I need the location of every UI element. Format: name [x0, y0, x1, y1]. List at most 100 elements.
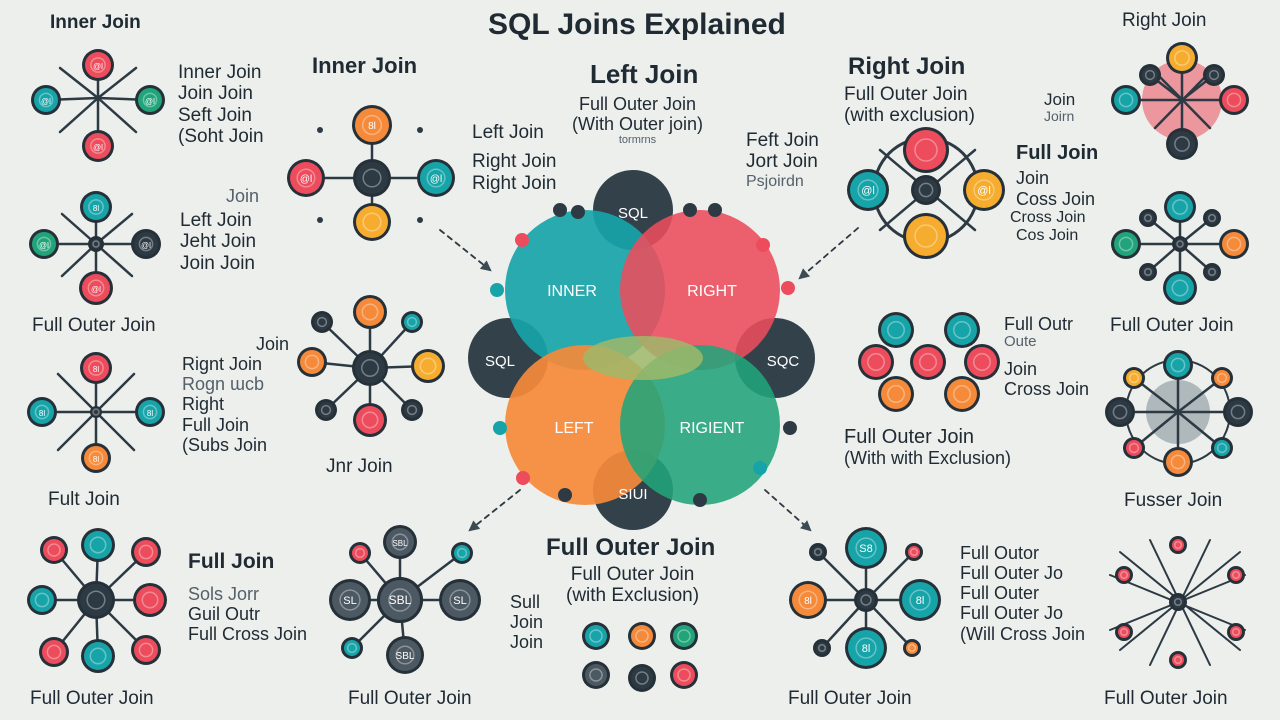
icon-node [670, 622, 698, 650]
dot [693, 493, 707, 507]
label-left-join-sub: Full Outer Join (With Outer join) tormrn… [572, 94, 703, 147]
label-line: Cos Join [1016, 226, 1079, 244]
label-line: Joirn [1044, 108, 1075, 125]
node-fill [404, 402, 420, 418]
label-line: Join [1044, 90, 1076, 109]
node-fill [80, 584, 112, 616]
node-inner-ring [1128, 442, 1140, 454]
node-fill [30, 400, 54, 424]
node-fill [1175, 239, 1185, 249]
icon-node: 8l [789, 581, 827, 619]
icon-node: @l [29, 229, 59, 259]
label-line: Left Join [472, 122, 544, 143]
node-fill [134, 540, 158, 564]
node-inner-ring [887, 385, 905, 403]
icon-node [1227, 623, 1245, 641]
node-inner-ring [388, 588, 412, 612]
node-fill [1118, 569, 1130, 581]
node-fill [1172, 654, 1184, 666]
icon-hub [353, 159, 391, 197]
icon-node: @l [131, 229, 161, 259]
node-inner-ring [1207, 213, 1217, 223]
icon-node [1139, 209, 1157, 227]
node-inner-ring [1207, 267, 1217, 277]
node-inner-ring [406, 404, 418, 416]
node-fill [134, 638, 158, 662]
node-label: SBL [389, 593, 412, 607]
icon-node [858, 344, 894, 380]
icon-node [905, 543, 923, 561]
label-line: Full Outor [960, 543, 1040, 563]
label-line: (with Exclusion) [566, 585, 700, 607]
node-fill [848, 530, 884, 566]
node-inner-ring [1216, 442, 1228, 454]
node-inner-ring [798, 590, 818, 610]
node-label: SL [343, 595, 356, 607]
node-fill [134, 232, 158, 256]
node-fill [914, 178, 938, 202]
icon-node [39, 637, 69, 667]
icon-node: 8l [845, 627, 887, 669]
node-fill [85, 133, 111, 159]
node-fill [1169, 45, 1195, 71]
icon-node [1169, 593, 1187, 611]
node-fill [966, 172, 1002, 208]
node-fill [1114, 88, 1138, 112]
node-fill [908, 546, 920, 558]
icon-node: @l [417, 159, 455, 197]
node-fill [43, 539, 65, 561]
node-fill [454, 545, 470, 561]
icon-hub [90, 406, 102, 418]
dashed-arrow [798, 227, 859, 280]
node-fill [386, 528, 414, 556]
node-inner-ring [1231, 627, 1241, 637]
node-inner-ring [1128, 372, 1140, 384]
icon-node: 8l [80, 352, 112, 384]
node-fill [318, 402, 334, 418]
node-fill [83, 355, 109, 381]
node-inner-ring [1118, 236, 1134, 252]
node-fill [1166, 450, 1190, 474]
node-inner-ring [449, 589, 471, 611]
dot [708, 203, 722, 217]
node-fill [1214, 370, 1230, 386]
icon-node: @l [963, 169, 1005, 211]
label-full-outer-bottom-right-mid: Full Outer Join [788, 688, 912, 709]
node-inner-ring [141, 591, 159, 609]
node-fill [84, 446, 108, 470]
node-inner-ring [1226, 236, 1242, 252]
node-inner-ring [919, 353, 937, 371]
node-fill [1126, 440, 1142, 456]
node-inner-ring [973, 353, 991, 371]
node-fill [850, 172, 886, 208]
icon-node [1211, 367, 1233, 389]
connector-line [94, 372, 136, 414]
node-inner-ring [918, 182, 934, 198]
node-fill [861, 347, 891, 377]
node-inner-ring [855, 637, 877, 659]
node-label: @l [91, 285, 101, 294]
node-fill [138, 400, 162, 424]
node-fill [138, 88, 162, 112]
icon-hub [88, 236, 104, 252]
node-inner-ring [635, 671, 649, 685]
node-inner-ring [1143, 267, 1153, 277]
connector-line [94, 410, 136, 452]
node-inner-ring [973, 179, 995, 201]
node-inner-ring [316, 316, 328, 328]
node-fill [389, 639, 421, 671]
label-line: Full Outer Jo [960, 603, 1064, 624]
label-line: Jeht Join [180, 231, 257, 253]
node-inner-ring [867, 353, 885, 371]
node-inner-ring [589, 668, 603, 682]
icon-node [903, 127, 949, 173]
node-label: 8l [916, 595, 925, 607]
node-fill [84, 531, 112, 559]
node-inner-ring [88, 450, 104, 466]
node-label: @l [430, 174, 442, 185]
label-line: tormrns [618, 134, 657, 147]
icon-node [353, 403, 387, 437]
node-inner-ring [395, 645, 415, 665]
